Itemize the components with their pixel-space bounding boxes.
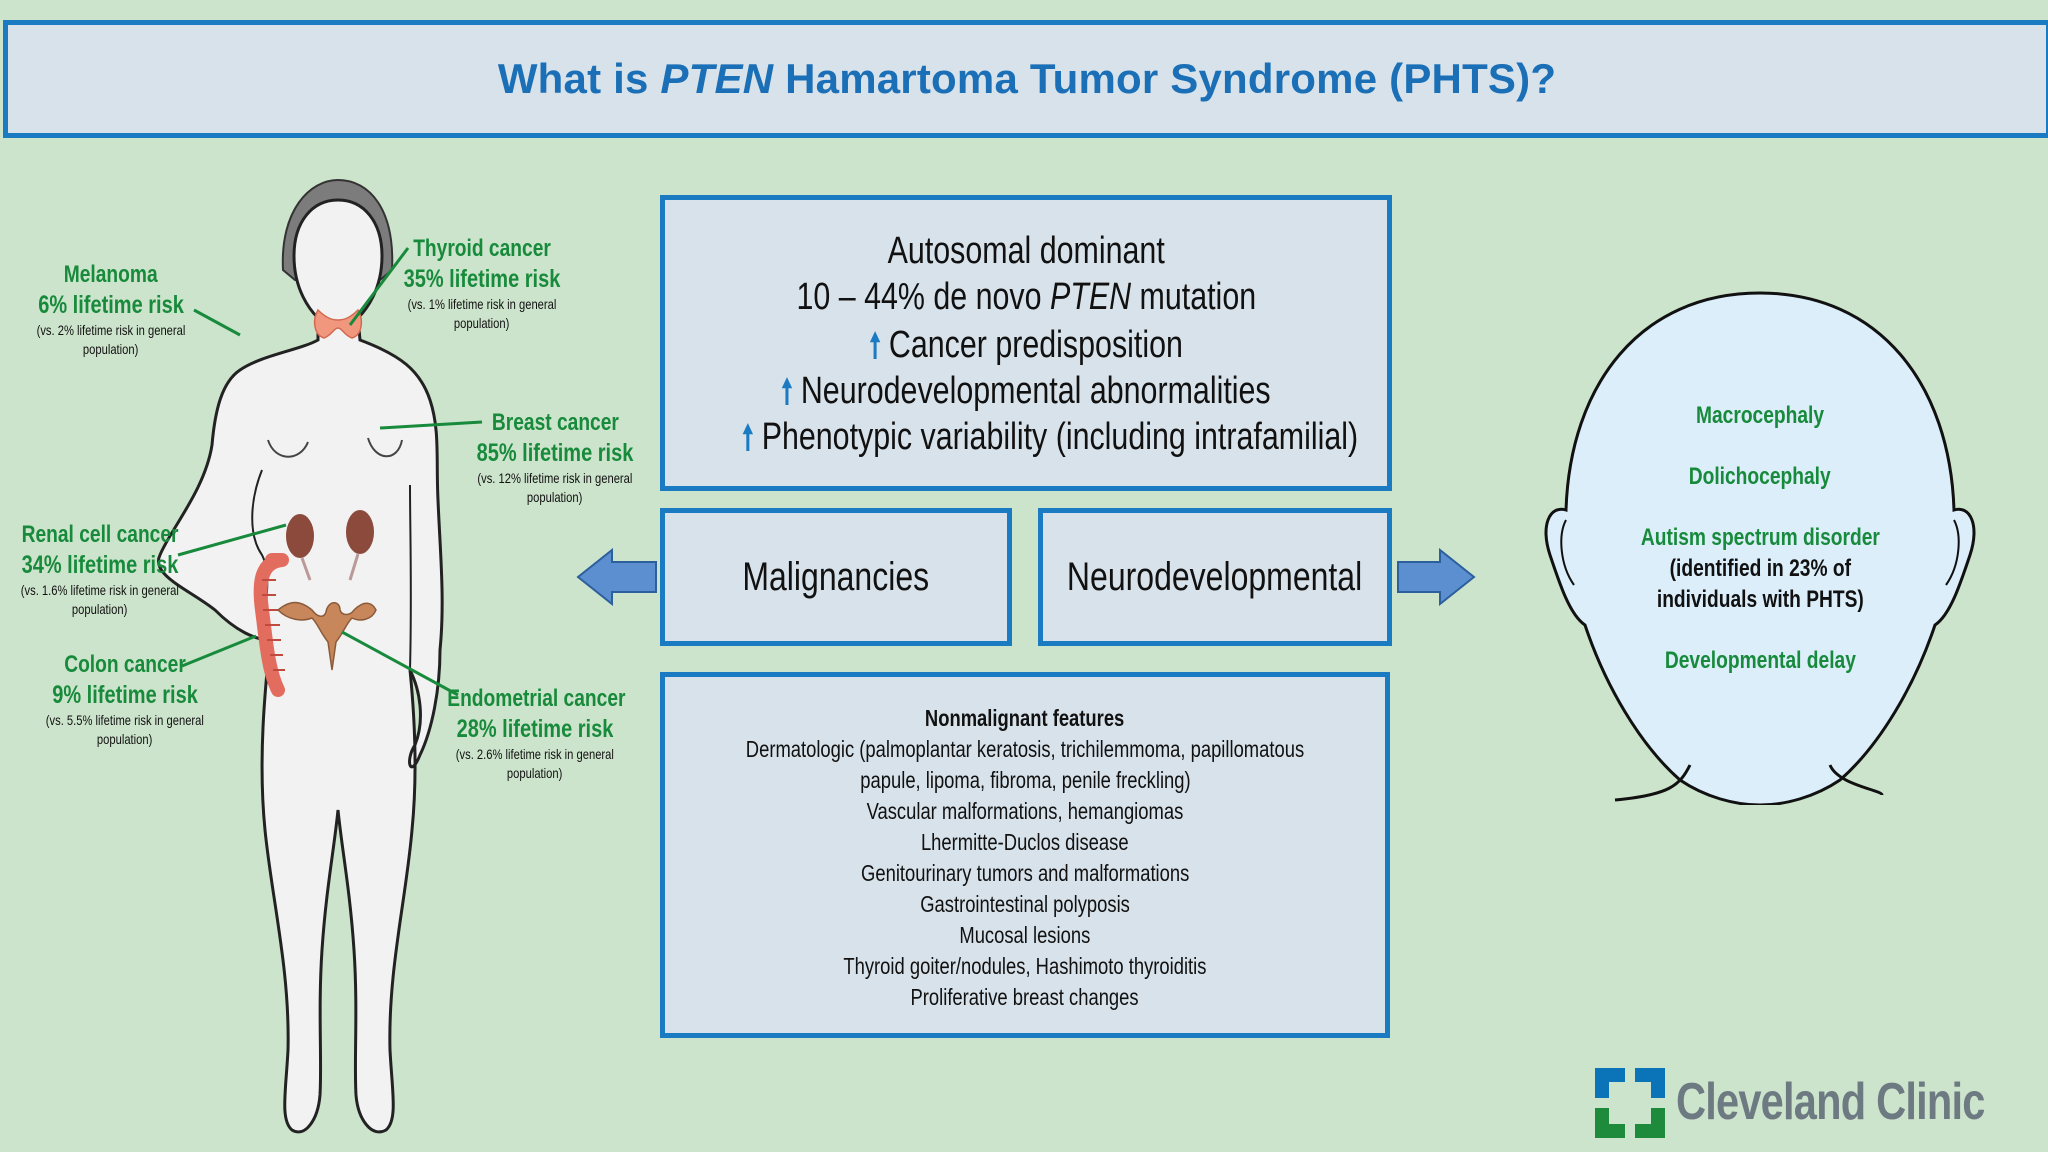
neurodevelopmental-box: Neurodevelopmental [1038, 508, 1392, 646]
cleveland-clinic-logo-icon [1595, 1068, 1665, 1138]
head-outline [1544, 291, 1976, 805]
autism-label: Autism spectrum disorder [1640, 524, 1880, 551]
neurodevelopmental-label: Neurodevelopmental [1067, 554, 1363, 599]
malignancies-label: Malignancies [742, 554, 930, 599]
macrocephaly-label: Macrocephaly [1695, 402, 1825, 429]
ureters [300, 553, 360, 581]
list-item: Lhermitte-Duclos disease [921, 829, 1129, 855]
developmental-delay-label: Developmental delay [1664, 647, 1856, 674]
ear-left [1560, 519, 1575, 586]
endometrial-label: Endometrial cancer 28% lifetime risk (vs… [447, 685, 626, 781]
melanoma-line [193, 308, 241, 337]
inheritance-box: Autosomal dominant 10 – 44% de novo PTEN… [660, 195, 1392, 491]
breast-label: Breast cancer 85% lifetime risk (vs. 12%… [476, 409, 634, 505]
list-item: Mucosal lesions [959, 922, 1091, 948]
feature-line-cancer: 🠕Cancer predisposition [869, 324, 1183, 366]
autism-note: (identified in 23% of [1669, 555, 1851, 582]
breast-lines [267, 437, 403, 458]
thyroid-label: Thyroid cancer 35% lifetime risk (vs. 1%… [403, 235, 561, 331]
body-figure [156, 178, 483, 1134]
kidney-right [346, 510, 374, 554]
thyroid-organ [313, 308, 363, 339]
breast-line [379, 420, 483, 430]
arm-contour-right [409, 484, 412, 671]
nonmalignant-header: Nonmalignant features [925, 705, 1125, 731]
colon-organ [253, 553, 289, 697]
colon-label: Colon cancer 9% lifetime risk (vs. 5.5% … [45, 651, 205, 747]
inheritance-line: Autosomal dominant [887, 230, 1165, 272]
list-item: Genitourinary tumors and malformations [860, 860, 1190, 886]
neck-lines [1614, 764, 1884, 802]
list-item: papule, lipoma, fibroma, penile frecklin… [859, 767, 1191, 793]
renal-line [177, 523, 287, 557]
list-item: Vascular malformations, hemangiomas [866, 798, 1184, 824]
list-item: Dermatologic (palmoplantar keratosis, tr… [745, 736, 1305, 762]
right-arrow-icon [1397, 548, 1476, 606]
malignancies-box: Malignancies [660, 508, 1012, 646]
body-silhouette [156, 198, 444, 1134]
head-shape [1544, 291, 1976, 805]
left-arrow-icon [576, 548, 657, 606]
de-novo-line: 10 – 44% de novo PTEN mutation [796, 276, 1256, 318]
dolichocephaly-label: Dolichocephaly [1689, 463, 1831, 490]
endometrial-line [341, 630, 459, 697]
renal-label: Renal cell cancer 34% lifetime risk (vs.… [20, 521, 180, 617]
feature-line-neuro: 🠕Neurodevelopmental abnormalities [781, 370, 1271, 412]
nonmalignant-box: Nonmalignant features Dermatologic (palm… [660, 672, 1390, 1038]
feature-line-phenotype: 🠕Phenotypic variability (including intra… [742, 416, 1359, 458]
colon-line [181, 634, 257, 668]
list-item: Thyroid goiter/nodules, Hashimoto thyroi… [843, 953, 1207, 979]
page-title: What is PTEN Hamartoma Tumor Syndrome (P… [497, 55, 1557, 102]
up-arrow-icon: 🠕 [869, 327, 881, 365]
title-banner: What is PTEN Hamartoma Tumor Syndrome (P… [3, 20, 2048, 138]
melanoma-label: Melanoma 6% lifetime risk (vs. 2% lifeti… [36, 261, 186, 357]
uterus-organ [276, 601, 377, 671]
list-item: Gastrointestinal polyposis [920, 891, 1130, 917]
autism-note: individuals with PHTS) [1656, 586, 1864, 613]
colon-segments [262, 579, 285, 671]
ear-right [1945, 519, 1960, 586]
kidney-left [286, 514, 314, 558]
up-arrow-icon: 🠕 [781, 373, 793, 411]
thyroid-line [348, 247, 410, 326]
list-item: Proliferative breast changes [910, 984, 1140, 1010]
up-arrow-icon: 🠕 [742, 419, 754, 457]
logo-text: Cleveland Clinic [1676, 1073, 1985, 1131]
